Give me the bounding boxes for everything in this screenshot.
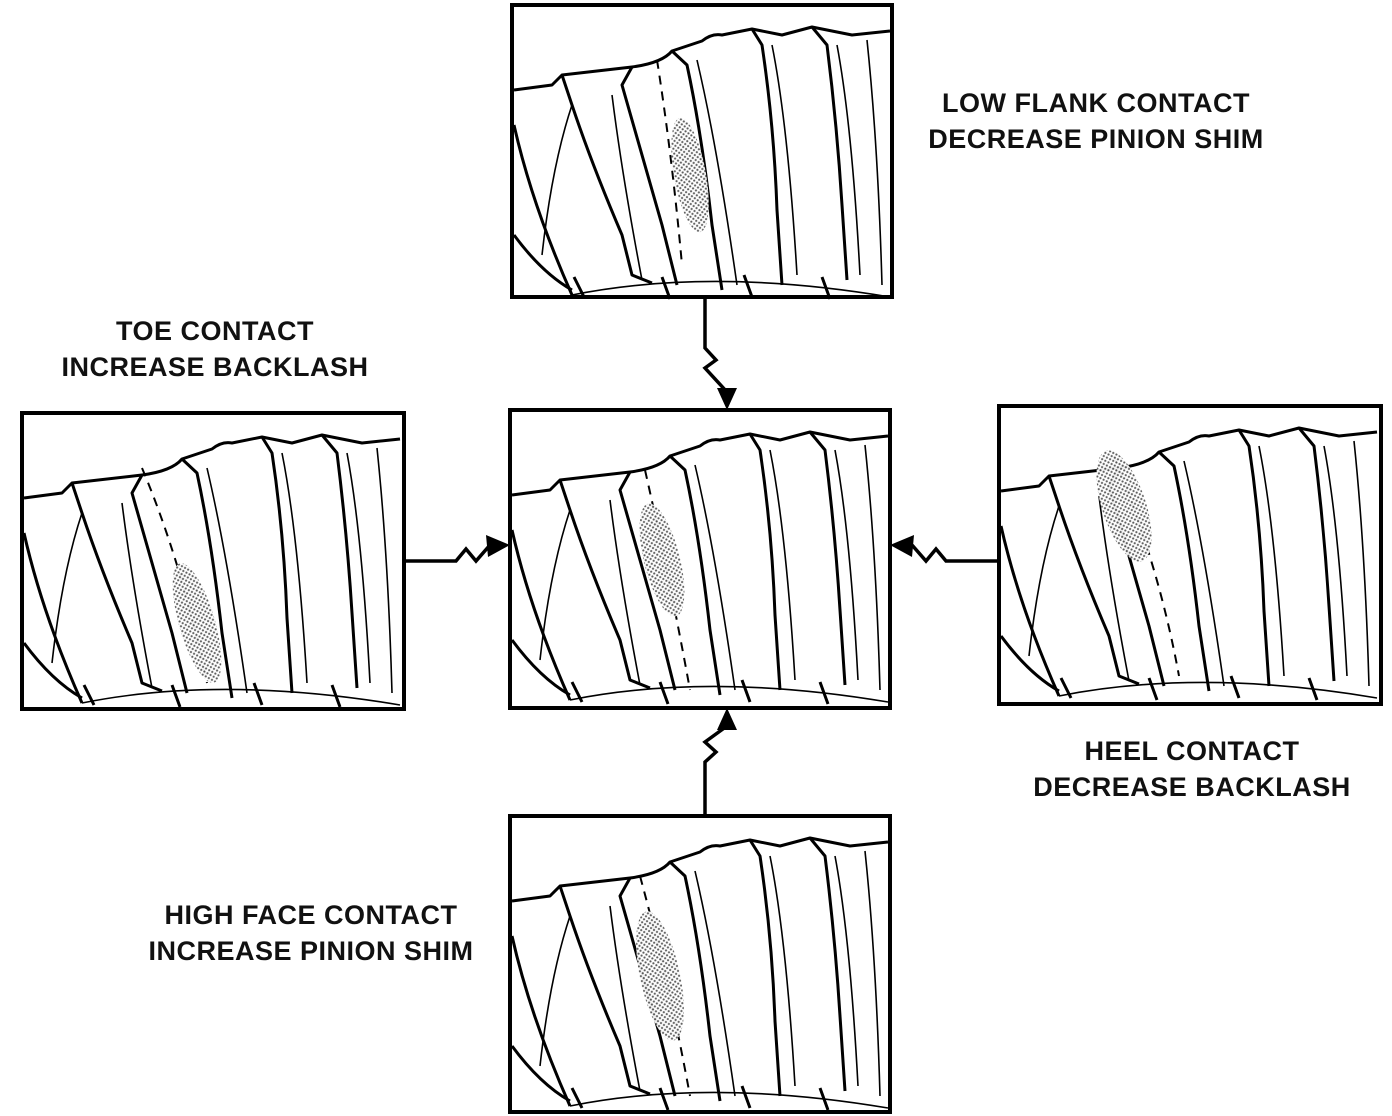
caption-bottom: HIGH FACE CONTACT INCREASE PINION SHIM xyxy=(148,900,473,966)
contact-pattern xyxy=(636,911,684,1041)
caption-right-line2: DECREASE BACKLASH xyxy=(1033,772,1351,802)
pitch-line xyxy=(656,59,683,266)
caption-top-line1: LOW FLANK CONTACT xyxy=(942,88,1250,118)
caption-left-line2: INCREASE BACKLASH xyxy=(61,352,368,382)
panel-toe-contact xyxy=(20,411,406,711)
contact-pattern xyxy=(639,503,685,617)
panel-correct-contact xyxy=(508,408,892,710)
pitch-line xyxy=(1113,455,1180,677)
caption-top-line2: DECREASE PINION SHIM xyxy=(928,124,1264,154)
connector-top-to-center xyxy=(702,297,737,410)
connector-left-to-center xyxy=(404,535,510,564)
connector-bottom-to-center xyxy=(702,708,737,816)
caption-bottom-line1: HIGH FACE CONTACT xyxy=(165,900,458,930)
connector-right-to-center xyxy=(890,535,999,564)
caption-right-line1: HEEL CONTACT xyxy=(1085,736,1300,766)
panel-heel-contact xyxy=(997,404,1383,706)
panel-low-flank-contact xyxy=(510,3,894,301)
contact-pattern xyxy=(172,563,222,683)
caption-right: HEEL CONTACT DECREASE BACKLASH xyxy=(1033,736,1351,802)
contact-pattern xyxy=(1096,450,1152,562)
caption-left-line1: TOE CONTACT xyxy=(116,316,314,346)
contact-pattern xyxy=(671,117,709,233)
caption-top: LOW FLANK CONTACT DECREASE PINION SHIM xyxy=(928,88,1264,154)
caption-bottom-line2: INCREASE PINION SHIM xyxy=(148,936,473,966)
panel-high-face-contact xyxy=(508,814,892,1114)
caption-left: TOE CONTACT INCREASE BACKLASH xyxy=(61,316,368,382)
